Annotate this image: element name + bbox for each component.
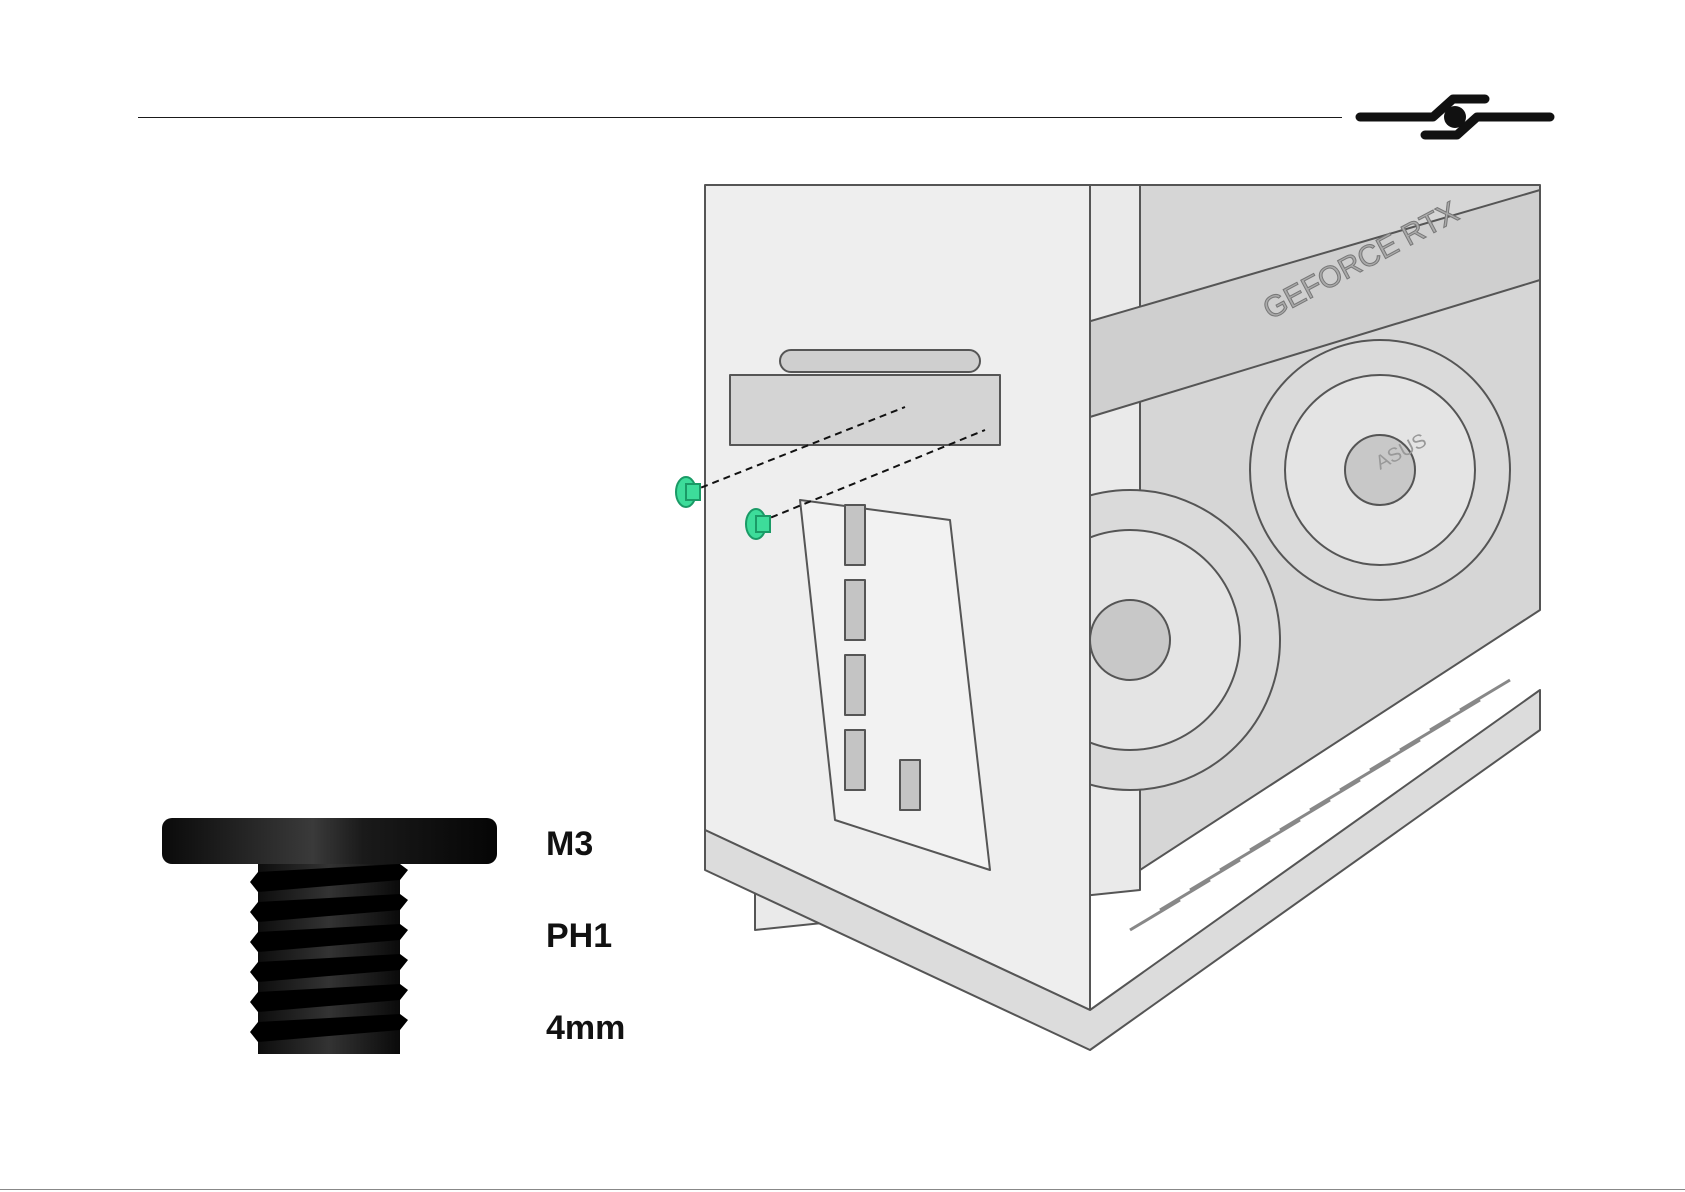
screw-icon [676,477,700,507]
spec-screw-length: 4mm [546,1008,625,1048]
screw-icon [150,810,510,1060]
spec-drive-type: PH1 [546,916,612,956]
assembly-illustration: GEFORCE RTX ASUS [660,170,1560,1060]
spec-thread-size: M3 [546,824,593,864]
switch-logo-icon [1355,92,1555,142]
page-bottom-edge [0,1189,1685,1190]
header-divider [138,117,1342,118]
